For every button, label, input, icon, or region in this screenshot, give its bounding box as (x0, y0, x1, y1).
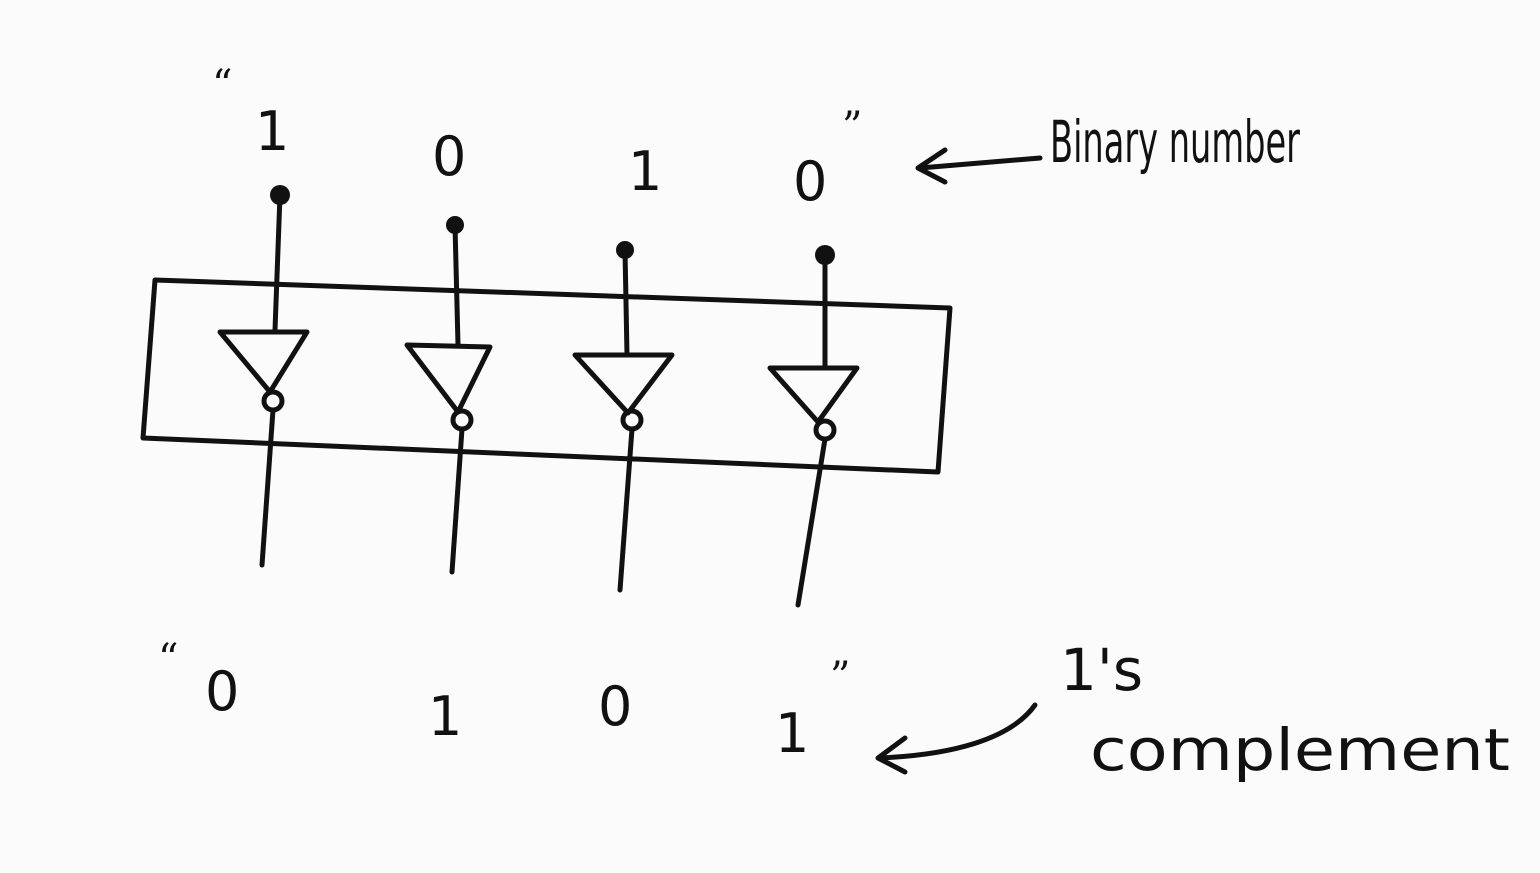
output-wire-4 (795, 436, 828, 608)
input-bit-3: 1 (628, 140, 662, 203)
input-wire-2 (452, 222, 461, 348)
input-bit-1: 1 (255, 100, 289, 163)
output-open-quote: “ (158, 636, 178, 682)
input-bit-2: 0 (432, 125, 466, 188)
output-wire-2 (449, 426, 465, 575)
complement-label-line2: complement (1090, 716, 1510, 784)
not-gate-2 (404, 216, 493, 575)
output-bit-3: 0 (598, 675, 632, 738)
inverter-bubble-2 (450, 408, 474, 432)
input-wire-1 (272, 192, 283, 333)
not-gate-1 (217, 185, 310, 568)
inverter-triangle-4 (767, 365, 860, 425)
inverter-triangle-2 (404, 342, 493, 415)
chip-enclosure (140, 277, 953, 475)
input-bit-4: 0 (793, 150, 827, 213)
input-close-quote: ” (842, 104, 862, 150)
inverter-bubble-1 (261, 389, 285, 413)
input-wire-3 (622, 247, 630, 358)
inverter-bubble-4 (813, 418, 837, 442)
complement-arrow-head (875, 735, 908, 775)
output-wire-3 (617, 426, 635, 593)
binary-arrow-shaft (917, 155, 1043, 171)
output-bit-1: 0 (205, 660, 239, 723)
inverter-triangle-1 (217, 329, 310, 395)
inverter-triangle-3 (572, 352, 675, 416)
not-gate-3 (572, 241, 675, 593)
output-close-quote: ” (830, 654, 850, 700)
output-wire-1 (259, 407, 276, 568)
complement-arrow-shaft (877, 702, 1038, 761)
binary-number-label: Binary number (1050, 108, 1300, 176)
output-bit-4: 1 (775, 702, 809, 765)
inverter-bubble-3 (620, 408, 644, 432)
complement-label-line1: 1's (1060, 636, 1143, 704)
not-gate-4 (767, 245, 860, 608)
binary-arrow-head (915, 147, 948, 185)
output-bit-2: 1 (428, 685, 462, 748)
input-open-quote: “ (212, 62, 232, 108)
